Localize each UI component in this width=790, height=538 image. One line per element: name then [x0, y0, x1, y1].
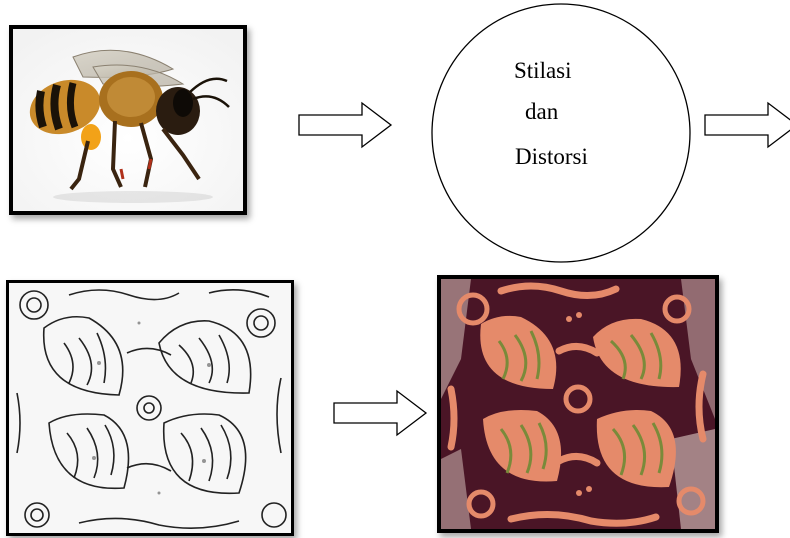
- batik-sketch: [9, 283, 291, 533]
- process-circle: [430, 2, 692, 264]
- arrow-right-icon: [298, 101, 394, 149]
- batik-sketch-panel: [6, 280, 294, 536]
- batik-fabric-panel: [437, 275, 719, 533]
- batik-fabric: [441, 279, 715, 529]
- bee-photo: [13, 29, 243, 211]
- bee-photo-panel: [9, 25, 247, 215]
- arrow-right-icon: [704, 101, 790, 149]
- process-label-line3: Distorsi: [515, 144, 588, 170]
- process-label-line2: dan: [525, 99, 558, 125]
- arrow-right-icon: [333, 389, 429, 437]
- process-label-line1: Stilasi: [514, 58, 572, 84]
